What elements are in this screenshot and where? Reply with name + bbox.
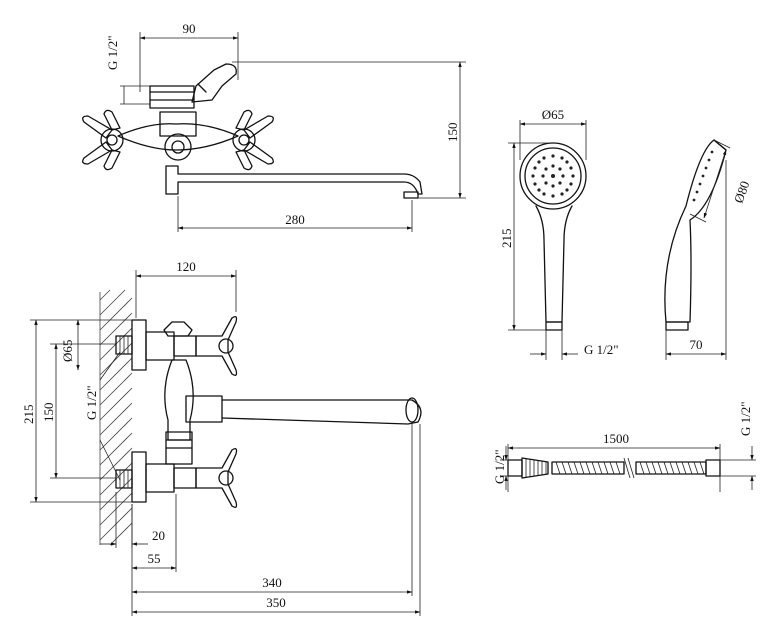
dim-215-label: 215 [21, 405, 36, 425]
dim-d65-label: Ø65 [60, 340, 75, 362]
center-body [164, 359, 194, 441]
top-thread-label: G 1/2" [105, 35, 120, 70]
spout-top [165, 165, 423, 195]
hose-cone-end [521, 457, 549, 479]
dim-350-label: 350 [266, 595, 286, 610]
side-thread-label: G 1/2" [84, 385, 99, 420]
upper-escutcheon [131, 319, 147, 371]
dim-150-side-label: 150 [41, 403, 56, 423]
lower-valve [145, 463, 175, 493]
dim-head-d80-label: Ø80 [731, 179, 753, 205]
lever-handle [191, 63, 237, 103]
wall-hatching [99, 289, 133, 546]
shower-head-front: Ø65 215 G 1/2" [499, 107, 619, 360]
dim-head-d80-line [703, 149, 727, 219]
dim-head-215-label: 215 [499, 229, 514, 249]
hose-right-thread-label: G 1/2" [738, 401, 753, 436]
shower-head-side: Ø80 70 [664, 139, 753, 360]
dim-280-label: 280 [285, 212, 305, 227]
left-cross-handle [82, 109, 124, 171]
dim-340-label: 340 [262, 575, 282, 590]
shower-thread-side [665, 321, 689, 331]
dim-120-label: 120 [176, 259, 196, 274]
right-cross-handle [232, 109, 274, 171]
side-view-mixer: 120 [21, 259, 422, 616]
lower-escutcheon [131, 451, 147, 503]
hose-nut-right [705, 459, 721, 477]
shower-hose: 1500 G 1/2" G 1/2" [492, 401, 756, 492]
dim-90-label: 90 [183, 21, 196, 36]
shower-holder [163, 321, 193, 337]
spray-holes [531, 154, 575, 198]
dim-150-label: 150 [445, 123, 460, 143]
top-view-mixer: 90 G 1/2" 150 [82, 21, 466, 232]
head-thread-label: G 1/2" [584, 342, 619, 357]
dim-head-d65-label: Ø65 [542, 107, 564, 122]
shower-side-body [664, 139, 727, 323]
hose-left-thread-label: G 1/2" [492, 449, 507, 484]
hose-segment-left [551, 461, 625, 475]
lower-cross-handle [195, 448, 238, 508]
shower-thread-front [545, 321, 563, 331]
dim-hose-label: 1500 [603, 431, 629, 446]
diverter [164, 133, 192, 161]
shower-handle-front [535, 205, 573, 323]
shower-face [519, 142, 587, 210]
diverter-knob [185, 395, 223, 423]
mixer-body [117, 123, 239, 151]
dim-55-label: 55 [148, 551, 161, 566]
valve-stem [149, 85, 195, 109]
dim-head-70-label: 70 [690, 337, 703, 352]
dim-20-label: 20 [152, 528, 165, 543]
upper-cross-handle [195, 316, 238, 376]
spout-side [221, 399, 422, 425]
